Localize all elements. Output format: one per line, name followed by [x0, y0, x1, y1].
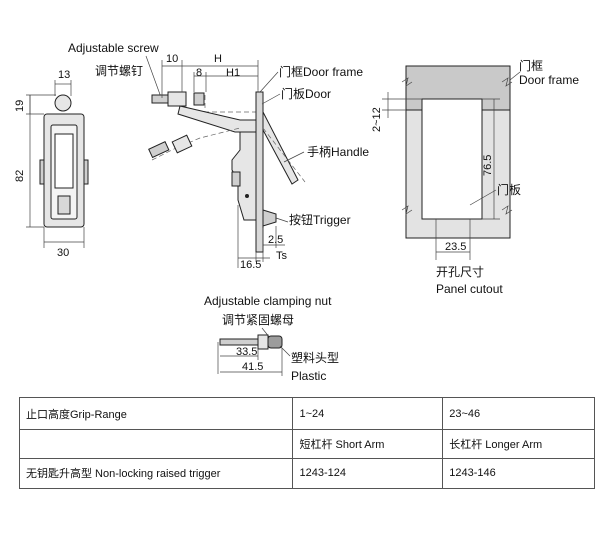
trigger: [262, 209, 277, 227]
table-cell-label: [18, 429, 294, 459]
screw-clamp-block: [167, 91, 187, 107]
dim-cutout-gap: 2~12: [371, 107, 383, 132]
front-side-lug-right: [83, 159, 89, 185]
dim-41-5: 41.5: [242, 361, 263, 373]
clamp-screw: [219, 338, 261, 346]
label-door-frame: 门框Door frame: [279, 64, 363, 79]
dim-front-width-top: 13: [58, 69, 70, 81]
door-frame-outline: [204, 90, 259, 113]
label-clamp-nut-en: Adjustable clamping nut: [204, 294, 332, 308]
latch-housing: [231, 131, 257, 221]
spec-table: 止口高度Grip-Range 1~24 23~46 短杠杆 Short Arm …: [18, 396, 595, 490]
dim-8: 8: [196, 67, 202, 79]
arm-open-position: [151, 127, 241, 161]
table-cell: 1243-124: [292, 457, 444, 490]
label-cutout-door-frame-en: Door frame: [519, 73, 579, 87]
dim-H1: H1: [226, 67, 240, 79]
dim-2-5: 2.5: [268, 234, 283, 246]
front-view: 13 19 82 30: [14, 69, 89, 259]
front-handle-window: [54, 133, 74, 189]
clamp-nut: [257, 334, 269, 350]
table-cell: 1~24: [292, 396, 444, 431]
latch-arm: [177, 105, 257, 133]
dim-Ts: Ts: [276, 250, 288, 262]
door-panel: [255, 91, 264, 253]
pivot-pin: [245, 194, 249, 198]
clamp-nut-view: Adjustable clamping nut 调节紧固螺母 33.5 41.5…: [204, 294, 339, 383]
label-clamp-nut-cn: 调节紧固螺母: [222, 313, 294, 327]
label-cutout-door-frame-cn: 门框: [519, 58, 543, 73]
plastic-head: [267, 335, 283, 349]
label-adjustable-screw-cn: 调节螺钉: [95, 64, 143, 78]
dim-front-height-top: 19: [14, 100, 26, 112]
dim-H: H: [214, 53, 222, 65]
adjustable-screw: [151, 94, 171, 104]
label-cutout-title-cn: 开孔尺寸: [436, 265, 484, 279]
label-handle: 手柄Handle: [307, 145, 369, 159]
table-cell: 短杠杆 Short Arm: [292, 429, 444, 459]
table-row: 短杠杆 Short Arm 长杠杆 Longer Arm: [18, 429, 595, 459]
front-trigger: [57, 195, 71, 215]
front-knob: [54, 94, 72, 112]
table-row: 无钥匙升高型 Non-locking raised trigger 1243-1…: [18, 457, 595, 490]
label-adjustable-screw-en: Adjustable screw: [68, 41, 159, 55]
label-cutout-door-cn: 门板: [497, 182, 521, 197]
block-open-position: [171, 134, 193, 154]
label-trigger: 按钮Trigger: [289, 212, 351, 227]
panel-cutout-view: 门框 Door frame 2~12 76.5 门板 23.5 开孔尺寸 Pan…: [371, 58, 579, 296]
label-plastic-en: Plastic: [291, 369, 326, 383]
screw-open-position: [148, 141, 170, 159]
table-cell: 1243-146: [442, 457, 595, 490]
dim-10: 10: [166, 53, 178, 65]
dim-16-5: 16.5: [240, 259, 261, 271]
housing-boss: [231, 171, 241, 187]
dim-front-height-total: 82: [14, 170, 26, 182]
cutout-hole: [421, 98, 483, 220]
label-cutout-title-en: Panel cutout: [436, 282, 503, 296]
front-side-lug: [39, 159, 45, 185]
handle: [262, 111, 299, 185]
table-cell-label: 止口高度Grip-Range: [18, 396, 294, 431]
dim-cutout-height: 76.5: [482, 155, 494, 176]
table-row: 止口高度Grip-Range 1~24 23~46: [18, 396, 595, 431]
dim-33-5: 33.5: [236, 346, 257, 358]
label-door: 门板Door: [281, 86, 331, 101]
table-cell: 长杠杆 Longer Arm: [442, 429, 595, 459]
screw-nut: [193, 92, 205, 106]
dim-front-width-bottom: 30: [57, 247, 69, 259]
label-plastic-cn: 塑料头型: [291, 350, 339, 365]
table-cell-label: 无钥匙升高型 Non-locking raised trigger: [18, 457, 294, 490]
table-cell: 23~46: [442, 396, 595, 431]
dim-cutout-width: 23.5: [445, 241, 466, 253]
side-view: Adjustable screw 调节螺钉 10 H: [68, 41, 369, 271]
technical-drawing: 13 19 82 30 Adjustable screw 调节螺钉: [14, 41, 579, 383]
